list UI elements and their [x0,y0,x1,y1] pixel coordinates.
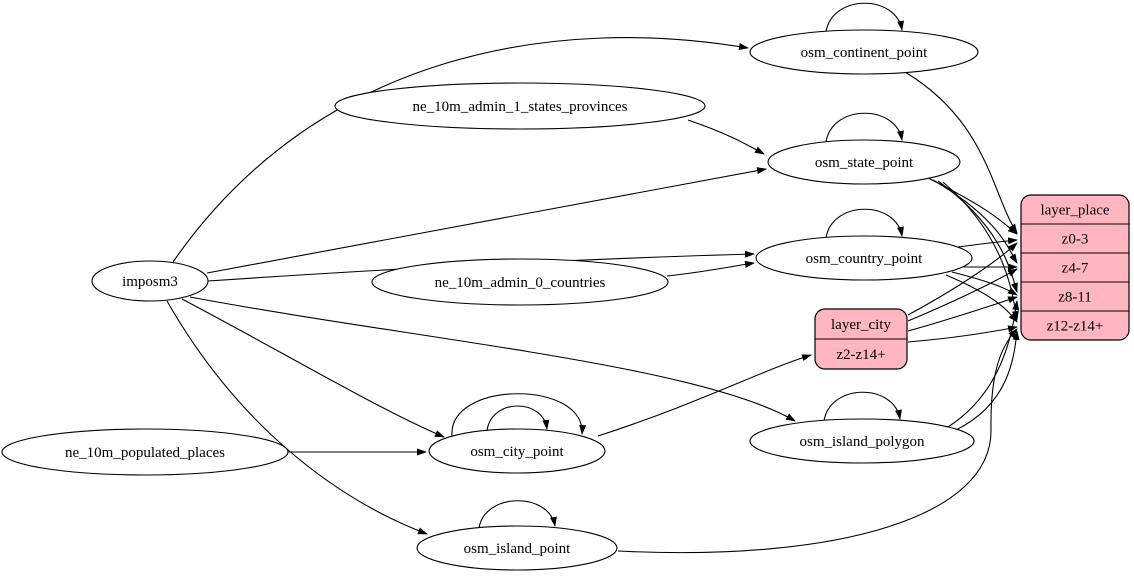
edge-osm_country_point-to-layer_place-z0-3 [957,237,1018,248]
edge-osm_island_polygon-to-osm_island_polygon [823,391,902,422]
record-row-layer_place-z4-7: z4-7 [1062,261,1089,277]
table-ellipse [1,428,289,476]
record-title-layer_city: layer_city [831,317,891,333]
edge-osm_island_point-to-layer_place-z12-z14+ [617,328,1018,554]
record-title-layer_place: layer_place [1040,203,1109,219]
table-ellipse [371,258,669,306]
edge-osm_city_point-to-osm_city_point-2 [486,405,550,432]
node-osm_continent_point: osm_continent_point [749,29,979,75]
node-ne_10m_admin_0_countries: ne_10m_admin_0_countries [371,258,669,306]
edge-layer_city-to-layer_place-z8-11 [907,296,1018,332]
edge-osm_state_point-to-osm_state_point [825,112,904,143]
edge-osm_city_point-to-osm_city_point [451,393,587,437]
node-layer_city: layer_city z2-z14+ [814,308,908,370]
node-imposm3: imposm3 [91,260,209,302]
edge-layer_city-to-layer_place-z4-7 [907,268,1018,322]
edge-layer_city-to-layer_place-z12-z14+ [907,325,1018,343]
node-osm_state_point: osm_state_point [767,139,961,185]
table-ellipse [91,260,209,302]
edge-imposm3-to-osm_continent_point [172,37,749,263]
node-osm_city_point: osm_city_point [428,428,606,474]
edge-ne_10m_admin_0_countries-to-osm_country_point [666,260,755,277]
node-osm_island_point: osm_island_point [416,525,618,571]
edge-osm_country_point-to-layer_place-z8-11 [951,271,1018,296]
node-ne_10m_populated_places: ne_10m_populated_places [1,428,289,476]
node-label-osm_island_point: osm_island_point [464,541,572,557]
node-label-ne_10m_admin_0_countries: ne_10m_admin_0_countries [435,275,606,291]
record-row-layer_place-z8-11: z8-11 [1058,290,1092,306]
node-label-osm_country_point: osm_country_point [806,251,923,267]
table-ellipse [334,82,706,130]
edge-layer_city-to-layer_place-z0-3 [907,242,1018,316]
edge-osm_state_point-to-layer_place-z8-11 [937,180,1018,293]
edge-osm_country_point-to-osm_country_point [825,208,904,239]
node-osm_country_point: osm_country_point [755,235,973,281]
edge-imposm3-to-osm_island_point [166,300,428,535]
table-ellipse [749,418,975,464]
edge-osm_island_point-to-osm_island_point [478,500,557,529]
node-layer_place: layer_place z0-3 z4-7 z8-11 z12-z14+ [1020,194,1130,341]
edge-osm_continent_point-to-osm_continent_point [825,2,904,33]
node-label-osm_continent_point: osm_continent_point [801,45,928,61]
table-ellipse [767,139,961,185]
table-ellipse [416,525,618,571]
edge-imposm3-to-osm_city_point [181,298,445,438]
table-ellipse [749,29,979,75]
edge-osm_island_polygon-to-layer_place-z12-z14+ [955,330,1020,431]
record-row-layer_place-z12-z14+: z12-z14+ [1047,319,1104,335]
table-ellipse [428,428,606,474]
table-ellipse [755,235,973,281]
edge-osm_continent_point-to-layer_place-z0-3 [904,71,1018,234]
node-ne_10m_admin_1_states_provinces: ne_10m_admin_1_states_provinces [334,82,706,130]
node-label-osm_island_polygon: osm_island_polygon [799,434,925,450]
node-osm_island_polygon: osm_island_polygon [749,418,975,464]
edge-osm_island_polygon-to-layer_place-z8-11 [947,300,1020,428]
edge-osm_city_point-to-layer_city-z2-z14+ [597,354,812,437]
node-label-imposm3: imposm3 [122,274,178,290]
node-label-osm_state_point: osm_state_point [815,155,914,171]
edge-imposm3-to-osm_island_polygon [189,296,796,422]
edge-osm_country_point-to-layer_place-z12-z14+ [945,274,1018,323]
record-row-layer_place-z0-3: z0-3 [1062,232,1089,248]
record-box [1020,194,1130,341]
edge-imposm3-to-osm_state_point [206,167,767,274]
node-label-ne_10m_admin_1_states_provinces: ne_10m_admin_1_states_provinces [413,99,628,115]
node-label-osm_city_point: osm_city_point [470,444,564,460]
edge-ne_10m_admin_1_states_provinces-to-osm_state_point [687,119,765,155]
node-label-ne_10m_populated_places: ne_10m_populated_places [65,445,225,461]
record-row-layer_city-z2-z14+: z2-z14+ [836,347,885,363]
